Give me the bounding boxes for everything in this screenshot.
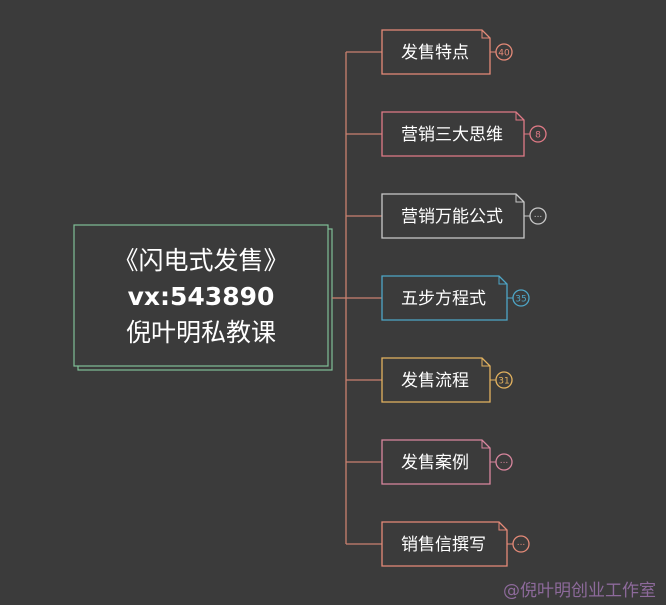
branch-label: 发售案例	[401, 453, 469, 473]
branch-count-badge[interactable]: 40	[495, 43, 513, 61]
watermark: @倪叶明创业工作室	[503, 581, 656, 601]
branch-label: 营销万能公式	[401, 207, 503, 227]
branch-count-badge[interactable]: 8	[529, 125, 547, 143]
branch-node[interactable]: 五步方程式 35	[381, 275, 530, 321]
note-fold-icon	[481, 30, 490, 39]
badge-text: 35	[515, 295, 526, 305]
branch-box	[381, 193, 525, 239]
branch-count-badge[interactable]: 35	[512, 289, 530, 307]
root-title-line-3: 倪叶明私教课	[126, 318, 276, 347]
branch-label: 五步方程式	[401, 289, 486, 309]
badge-text: 31	[498, 377, 509, 387]
branch-label: 销售信撰写	[401, 535, 486, 555]
root-title-line-1: 《闪电式发售》	[113, 246, 288, 275]
branch-label: 发售流程	[401, 371, 469, 391]
branch-box	[381, 275, 508, 321]
connector-lines	[332, 51, 382, 545]
branch-box	[381, 521, 508, 567]
note-fold-icon	[481, 358, 490, 367]
badge-text: ···	[534, 213, 543, 223]
badge-text: ···	[500, 459, 509, 469]
branch-node[interactable]: 发售案例 ···	[381, 439, 513, 485]
branch-count-badge[interactable]: 31	[495, 371, 513, 389]
badge-text: 40	[498, 49, 510, 59]
branch-box	[381, 111, 525, 157]
branch-box	[381, 29, 491, 75]
badge-text: 8	[535, 131, 541, 141]
branch-count-badge[interactable]: ···	[495, 453, 513, 471]
branch-box	[381, 357, 491, 403]
branch-node[interactable]: 销售信撰写 ···	[381, 521, 530, 567]
branch-node[interactable]: 发售流程 31	[381, 357, 513, 403]
branch-label: 营销三大思维	[401, 125, 503, 145]
note-fold-icon	[498, 522, 507, 531]
branch-nodes: 发售特点 40 营销三大思维 8 营销万能公式 ··· 五步方程式 35 发售流程 31 发售案例 ·…	[381, 29, 547, 567]
note-fold-icon	[481, 440, 490, 449]
branch-box	[381, 439, 491, 485]
note-fold-icon	[498, 276, 507, 285]
branch-node[interactable]: 营销万能公式 ···	[381, 193, 547, 239]
root-title-line-2: vx:543890	[128, 282, 275, 311]
badge-text: ···	[517, 541, 526, 551]
root-node[interactable]: 《闪电式发售》 vx:543890 倪叶明私教课	[73, 224, 333, 371]
branch-node[interactable]: 发售特点 40	[381, 29, 513, 75]
branch-node[interactable]: 营销三大思维 8	[381, 111, 547, 157]
note-fold-icon	[515, 194, 524, 203]
branch-count-badge[interactable]: ···	[512, 535, 530, 553]
branch-count-badge[interactable]: ···	[529, 207, 547, 225]
branch-label: 发售特点	[401, 43, 469, 63]
note-fold-icon	[515, 112, 524, 121]
